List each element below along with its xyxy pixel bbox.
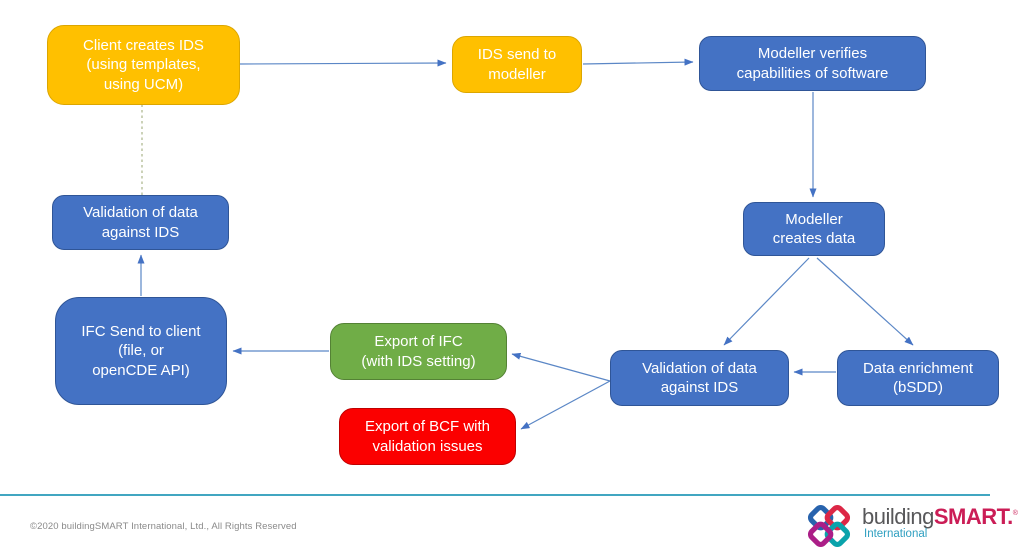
logo-registered-mark: ® [1012,510,1018,517]
logo-international-text: International [864,528,928,540]
node-data-enrichment: Data enrichment (bSDD) [837,350,999,406]
buildingsmart-logo-icon [807,504,851,548]
edge-idssend-to-verifies [582,58,694,66]
logo-building-text: building [862,504,934,529]
node-modeller-verifies: Modeller verifies capabilities of softwa… [699,36,926,91]
logo-smart-text: SMART. [933,504,1013,529]
node-export-bcf: Export of BCF with validation issues [339,408,516,465]
node-client-creates-ids: Client creates IDS (using templates, usi… [47,25,240,105]
edge-validcenter-to-exportifc [511,352,611,382]
footer-divider-line [0,494,990,496]
copyright-text: ©2020 buildingSMART International, Ltd.,… [30,521,297,532]
edge-creates-to-enrich [816,257,914,346]
edge-creates-to-validcenter [723,257,810,346]
node-export-ifc: Export of IFC (with IDS setting) [330,323,507,380]
node-validation-center: Validation of data against IDS [610,350,789,406]
node-modeller-creates-data: Modeller creates data [743,202,885,256]
node-ifc-send-to-client: IFC Send to client (file, or openCDE API… [55,297,227,405]
edge-validcenter-to-exportbcf [520,380,611,430]
edge-client-to-idssend [239,59,447,67]
node-ids-send-to-modeller: IDS send to modeller [452,36,582,93]
node-validation-left: Validation of data against IDS [52,195,229,250]
